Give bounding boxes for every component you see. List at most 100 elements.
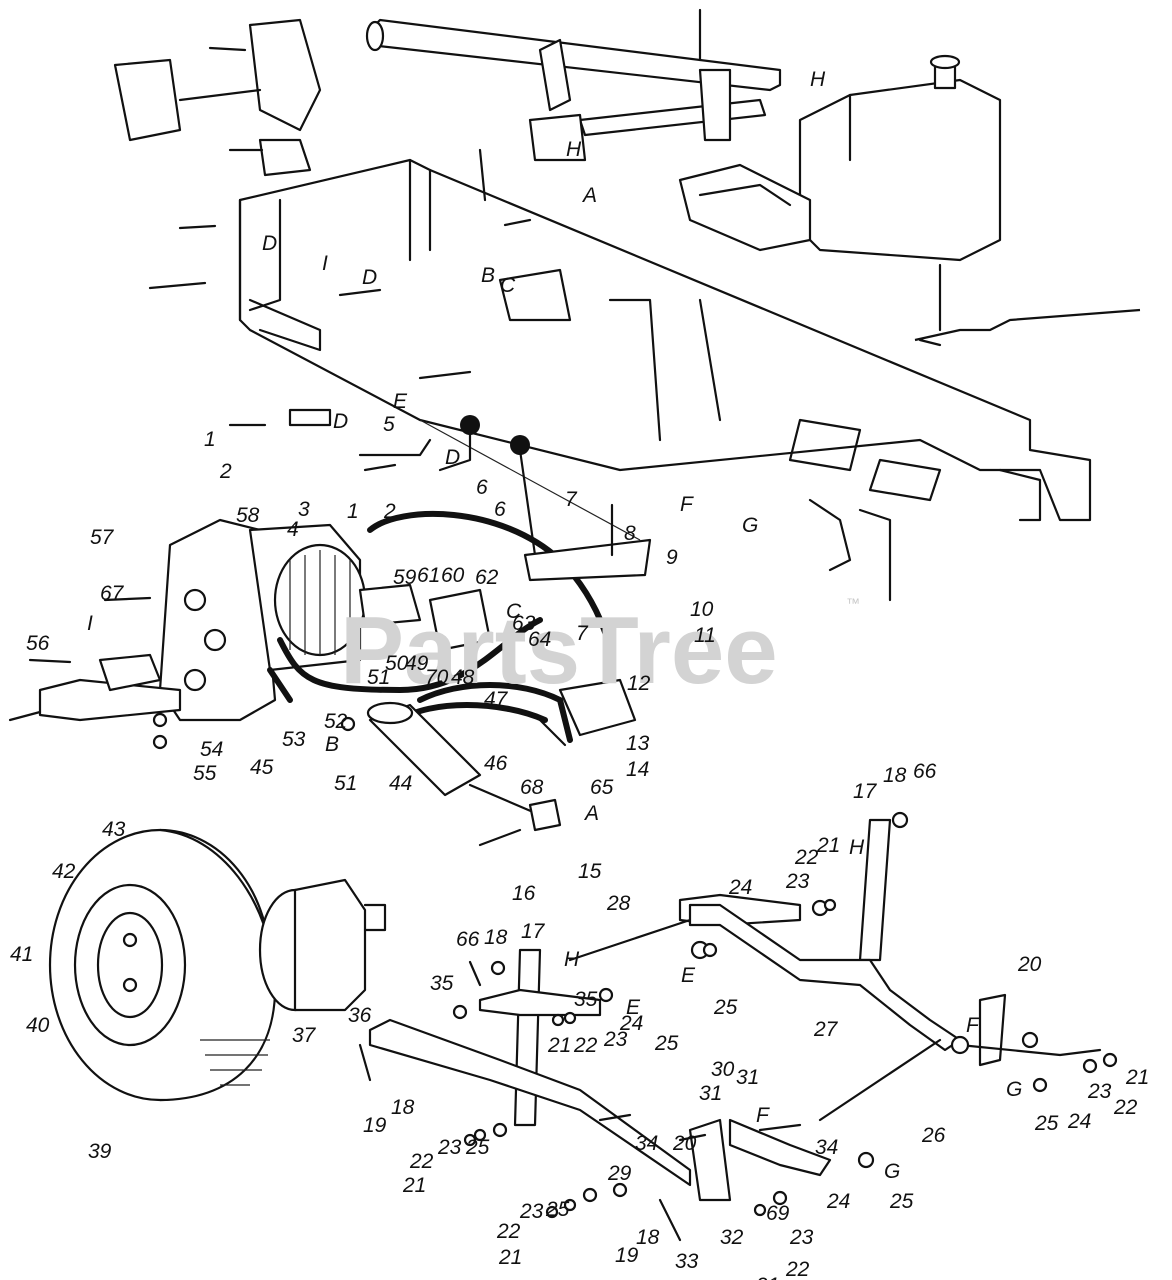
callout-5: 5 bbox=[383, 413, 395, 436]
callout-40: 40 bbox=[26, 1014, 50, 1037]
callout-8: 8 bbox=[624, 522, 636, 545]
callout-50: 50 bbox=[385, 652, 409, 675]
callout-55: 55 bbox=[193, 762, 217, 785]
callout-10: 10 bbox=[690, 598, 714, 621]
callout-D: D bbox=[333, 410, 348, 433]
control-valve bbox=[538, 678, 637, 747]
callout-25: 25 bbox=[545, 1198, 570, 1221]
callout-28: 28 bbox=[606, 892, 631, 915]
callout-57: 57 bbox=[90, 526, 115, 549]
callout-G: G bbox=[742, 514, 758, 537]
callout-G: G bbox=[1006, 1078, 1022, 1101]
callout-47: 47 bbox=[484, 688, 509, 711]
callout-2: 2 bbox=[383, 500, 396, 523]
hydrostatic-transmission bbox=[8, 518, 492, 722]
callout-21: 21 bbox=[1125, 1066, 1149, 1089]
callout-18: 18 bbox=[391, 1096, 415, 1119]
callout-6: 6 bbox=[476, 476, 488, 499]
callout-70: 70 bbox=[425, 666, 449, 689]
watermark-text: PartsTree bbox=[340, 597, 778, 704]
callout-20: 20 bbox=[1017, 953, 1042, 976]
callout-29: 29 bbox=[607, 1162, 632, 1185]
callout-21: 21 bbox=[498, 1246, 522, 1269]
callout-F: F bbox=[966, 1014, 980, 1037]
callout-46: 46 bbox=[484, 752, 508, 775]
callout-53: 53 bbox=[282, 728, 306, 751]
callout-65: 65 bbox=[590, 776, 614, 799]
callout-35: 35 bbox=[430, 972, 454, 995]
callout-1: 1 bbox=[204, 428, 216, 451]
callout-18: 18 bbox=[484, 926, 508, 949]
callout-66: 66 bbox=[456, 928, 480, 951]
callout-1: 1 bbox=[347, 500, 359, 523]
callout-69: 69 bbox=[766, 1202, 790, 1225]
callout-31: 31 bbox=[699, 1082, 722, 1105]
lift-linkage bbox=[368, 818, 1102, 1202]
callout-23: 23 bbox=[603, 1028, 628, 1051]
callout-62: 62 bbox=[475, 566, 499, 589]
callout-35: 35 bbox=[574, 988, 598, 1011]
callout-34: 34 bbox=[635, 1132, 658, 1155]
callout-H: H bbox=[564, 948, 580, 971]
rear-wheel-tire bbox=[48, 828, 277, 1102]
callout-3: 3 bbox=[298, 498, 310, 521]
callout-24: 24 bbox=[619, 1012, 643, 1035]
callout-D: D bbox=[445, 446, 460, 469]
callout-68: 68 bbox=[520, 776, 544, 799]
callout-17: 17 bbox=[521, 920, 546, 943]
partstree-watermark: PartsTree ™ bbox=[340, 595, 860, 704]
callout-51: 51 bbox=[367, 666, 390, 689]
callout-22: 22 bbox=[785, 1258, 810, 1280]
callout-43: 43 bbox=[102, 818, 126, 841]
callout-B: B bbox=[325, 733, 339, 756]
callout-44: 44 bbox=[389, 772, 412, 795]
callout-7: 7 bbox=[565, 488, 578, 511]
callout-42: 42 bbox=[52, 860, 76, 883]
callout-24: 24 bbox=[826, 1190, 850, 1213]
callout-15: 15 bbox=[578, 860, 602, 883]
steering-shaft-assembly bbox=[365, 18, 782, 162]
callout-18: 18 bbox=[636, 1226, 660, 1249]
callout-23: 23 bbox=[785, 870, 810, 893]
callout-41: 41 bbox=[10, 943, 33, 966]
callout-22: 22 bbox=[1113, 1096, 1138, 1119]
callout-F: F bbox=[756, 1104, 770, 1127]
callout-H: H bbox=[566, 138, 582, 161]
callout-67: 67 bbox=[100, 582, 125, 605]
callout-F: F bbox=[680, 493, 694, 516]
callout-A: A bbox=[583, 802, 599, 825]
callout-13: 13 bbox=[626, 732, 650, 755]
callout-22: 22 bbox=[794, 846, 819, 869]
callout-D: D bbox=[262, 232, 277, 255]
callout-31: 31 bbox=[736, 1066, 759, 1089]
callout-22: 22 bbox=[496, 1220, 521, 1243]
callout-58: 58 bbox=[236, 504, 260, 527]
callout-33: 33 bbox=[675, 1250, 699, 1273]
callout-D: D bbox=[362, 266, 377, 289]
callout-22: 22 bbox=[573, 1034, 598, 1057]
callout-21: 21 bbox=[547, 1034, 571, 1057]
callout-22: 22 bbox=[409, 1150, 434, 1173]
callout-18: 18 bbox=[883, 764, 907, 787]
hardware-fasteners bbox=[148, 8, 1118, 1242]
callout-23: 23 bbox=[1087, 1080, 1112, 1103]
callout-I: I bbox=[322, 252, 328, 275]
callout-7: 7 bbox=[576, 622, 589, 645]
callout-H: H bbox=[849, 836, 865, 859]
callout-24: 24 bbox=[728, 876, 752, 899]
callout-25: 25 bbox=[654, 1032, 679, 1055]
callout-36: 36 bbox=[348, 1004, 372, 1027]
control-levers bbox=[288, 408, 652, 582]
callout-27: 27 bbox=[813, 1018, 839, 1041]
callout-B: B bbox=[481, 264, 495, 287]
callout-25: 25 bbox=[713, 996, 738, 1019]
callout-48: 48 bbox=[451, 666, 475, 689]
callout-20: 20 bbox=[672, 1132, 697, 1155]
callout-66: 66 bbox=[913, 760, 937, 783]
callout-60: 60 bbox=[441, 564, 465, 587]
callout-C: C bbox=[506, 600, 522, 623]
callout-49: 49 bbox=[405, 652, 429, 675]
fuel-tank bbox=[798, 54, 1141, 342]
